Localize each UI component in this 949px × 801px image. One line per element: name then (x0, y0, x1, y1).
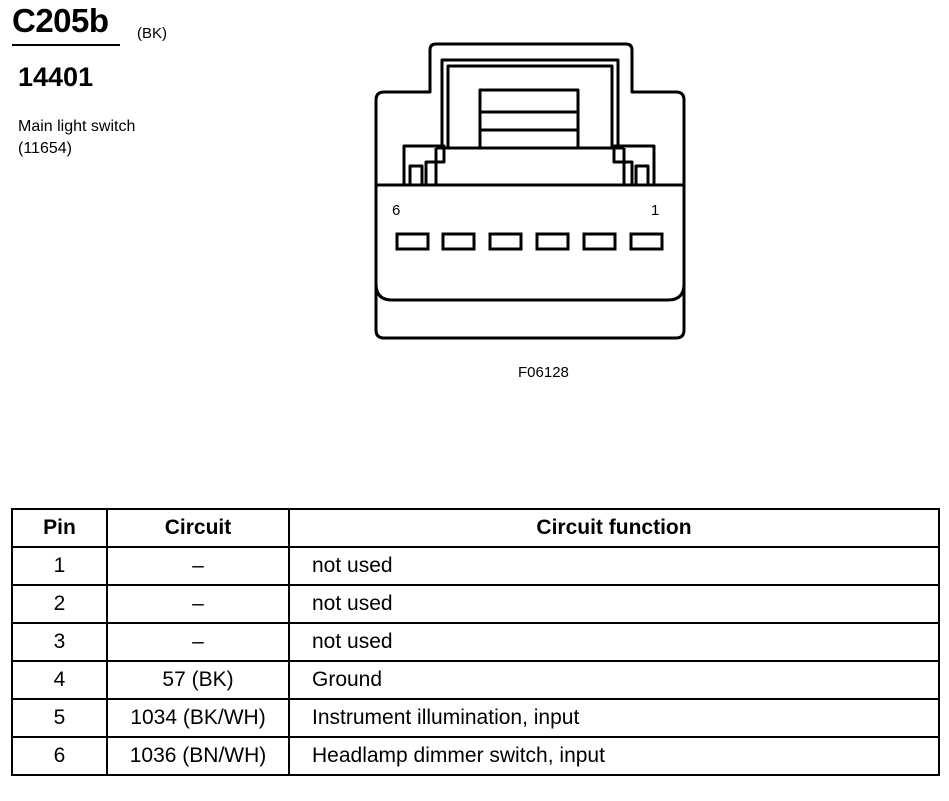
pin-cell: 5 (11, 698, 108, 738)
circuit-cell: 1034 (BK/WH) (106, 698, 290, 738)
table-row: 6 1036 (BN/WH) Headlamp dimmer switch, i… (11, 736, 940, 776)
circuit-cell: 57 (BK) (106, 660, 290, 700)
header-circuit: Circuit (106, 508, 290, 548)
pinout-table: Pin Circuit Circuit function 1 – not use… (11, 508, 940, 776)
table-row: 4 57 (BK) Ground (11, 660, 940, 700)
latch-base (434, 146, 626, 185)
connector-face-diagram: 6 1 (374, 42, 686, 340)
part-number: 14401 (18, 62, 94, 92)
right-lock-notch (634, 164, 650, 187)
latch-inner-line (446, 64, 614, 148)
pin-cavity (582, 232, 617, 251)
figure-id: F06128 (518, 364, 569, 381)
latch-inner-outline (440, 58, 620, 148)
latch-window (478, 88, 580, 150)
pin-label-left: 6 (392, 202, 400, 219)
function-cell: not used (288, 584, 940, 624)
pin-cavity (395, 232, 430, 251)
function-cell: not used (288, 546, 940, 586)
connector-body-outline (374, 42, 686, 340)
face-lower-line (374, 283, 686, 302)
table-row: 5 1034 (BK/WH) Instrument illumination, … (11, 698, 940, 738)
circuit-cell: – (106, 584, 290, 624)
right-lock-tab (612, 144, 656, 185)
pin-cell: 2 (11, 584, 108, 624)
component-code: (11654) (18, 140, 72, 157)
left-lock-notch (408, 164, 424, 187)
circuit-cell: – (106, 546, 290, 586)
pin-cell: 6 (11, 736, 108, 776)
pin-cell: 4 (11, 660, 108, 700)
pin-cavity (488, 232, 523, 251)
table-row: 1 – not used (11, 546, 940, 586)
circuit-cell: – (106, 622, 290, 662)
pin-cavity (441, 232, 476, 251)
pin-cavity (629, 232, 664, 251)
connector-id-underline (12, 44, 120, 46)
table-header-row: Pin Circuit Circuit function (11, 508, 940, 548)
component-description: Main light switch (11654) (18, 116, 135, 160)
component-name: Main light switch (18, 118, 136, 135)
left-lock-tab (402, 144, 446, 185)
header-pin: Pin (11, 508, 108, 548)
pin-cell: 3 (11, 622, 108, 662)
circuit-cell: 1036 (BN/WH) (106, 736, 290, 776)
table-row: 3 – not used (11, 622, 940, 662)
table-row: 2 – not used (11, 584, 940, 624)
function-cell: Headlamp dimmer switch, input (288, 736, 940, 776)
pin-cell: 1 (11, 546, 108, 586)
pin-label-right: 1 (651, 202, 659, 219)
connector-id: C205b (12, 2, 109, 39)
function-cell: Instrument illumination, input (288, 698, 940, 738)
function-cell: not used (288, 622, 940, 662)
function-cell: Ground (288, 660, 940, 700)
connector-color-code: (BK) (137, 25, 167, 42)
pin-cavity (535, 232, 570, 251)
header-circuit-function: Circuit function (288, 508, 940, 548)
